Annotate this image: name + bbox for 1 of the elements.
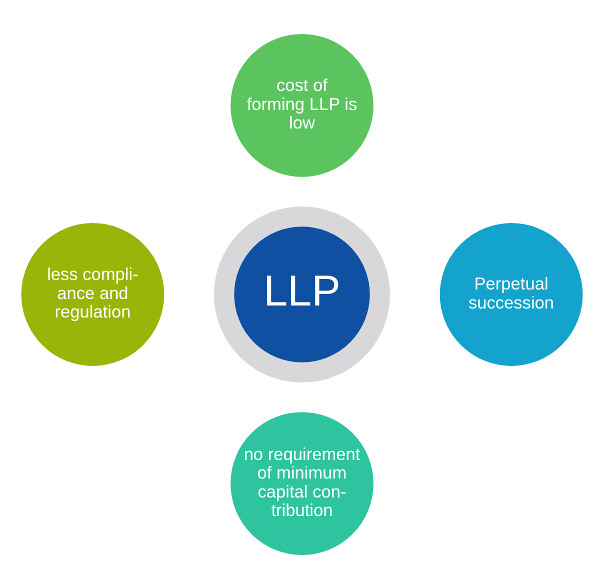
node-circle: LLP bbox=[214, 206, 390, 382]
